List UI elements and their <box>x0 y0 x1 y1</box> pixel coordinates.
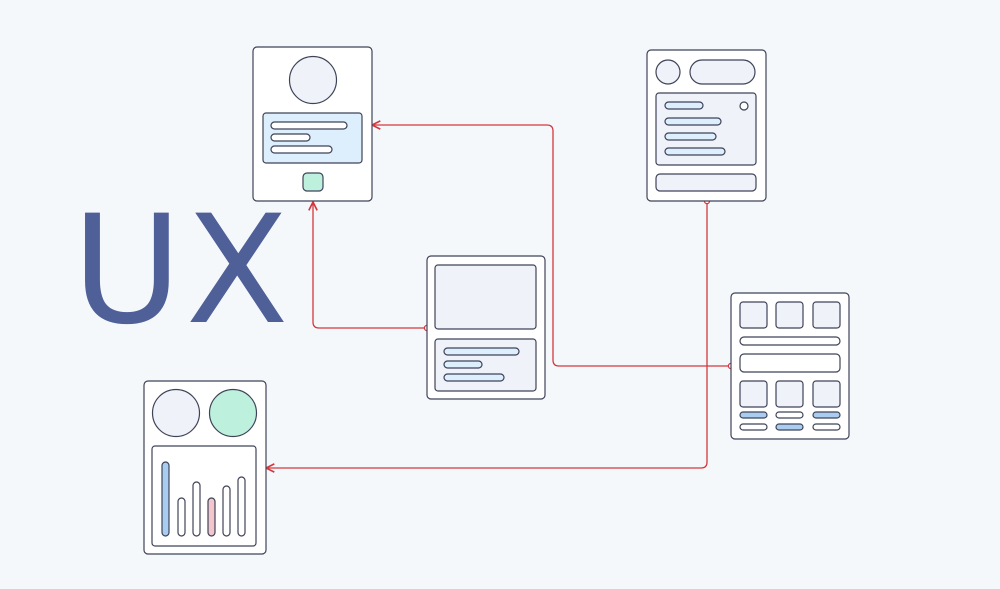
article-card <box>426 255 546 400</box>
dashboard-card <box>143 380 267 555</box>
thumbnail-icon <box>739 380 768 408</box>
profile-card <box>252 46 373 202</box>
dot-icon <box>739 101 749 111</box>
connector-grid-to-profile <box>372 125 731 367</box>
toggle-lines-icon <box>739 411 841 431</box>
thumbnail-icon <box>775 380 804 408</box>
message-card <box>646 49 767 202</box>
thumbnail-row-top <box>739 301 841 329</box>
thumbnail-icon <box>739 301 768 329</box>
thumbnail-icon <box>775 301 804 329</box>
image-placeholder-icon <box>434 264 537 330</box>
thumbnail-icon <box>812 380 841 408</box>
avatar-circle-icon <box>288 55 338 105</box>
separator-line <box>739 336 841 346</box>
bar-chart-icon <box>161 461 246 537</box>
thumbnail-icon <box>812 301 841 329</box>
ux-title: UX <box>72 184 293 358</box>
text-lines-icon <box>443 347 520 382</box>
avatar-circle-icon <box>208 388 258 438</box>
input-bar-icon <box>739 353 841 373</box>
grid-card <box>730 292 850 440</box>
avatar-circle-icon <box>151 388 201 438</box>
green-button-icon <box>302 172 324 192</box>
thumbnail-row-bottom <box>739 380 841 408</box>
text-lines-icon <box>664 101 726 156</box>
pill-tag-icon <box>689 59 756 85</box>
input-bar-icon <box>655 173 757 192</box>
connector-article-to-profile <box>313 202 427 329</box>
connector-message-to-dashboard <box>266 201 708 468</box>
text-lines-icon <box>270 121 348 154</box>
message-block <box>655 92 757 166</box>
avatar-circle-icon <box>655 59 681 85</box>
